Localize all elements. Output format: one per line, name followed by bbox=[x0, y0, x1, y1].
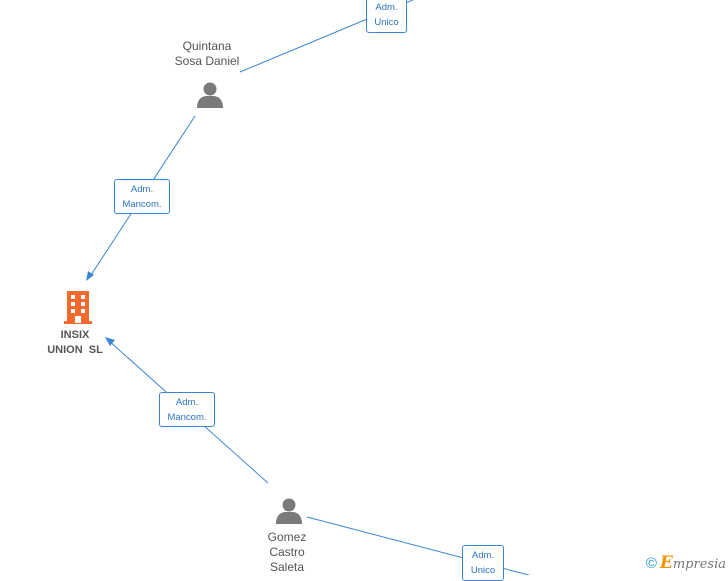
edge-label-bottom-line2: Unico bbox=[470, 565, 496, 576]
edge-label-quintana-line2: Mancom. bbox=[122, 199, 162, 210]
person-name-gomez[interactable]: Gomez Castro Saleta bbox=[237, 530, 337, 575]
edge-label-bottom-offscreen[interactable]: Adm. Unico bbox=[462, 545, 504, 581]
brand-initial: E bbox=[659, 553, 673, 573]
arrow-head-quintana-company bbox=[86, 271, 94, 281]
edge-label-quintana-company[interactable]: Adm. Mancom. bbox=[114, 179, 170, 214]
company-name-line2: UNION SL bbox=[47, 344, 103, 356]
edge-label-gomez-company[interactable]: Adm. Mancom. bbox=[159, 392, 215, 427]
edge-label-gomez-line1: Adm. bbox=[175, 397, 199, 408]
person-name-gomez-line2: Castro bbox=[269, 545, 305, 559]
edge-label-gomez-line2: Mancom. bbox=[167, 412, 207, 423]
watermark: © Empresia bbox=[645, 554, 726, 574]
brand-logo: Empresia bbox=[660, 554, 726, 574]
building-icon[interactable] bbox=[62, 289, 94, 325]
arrow-head-gomez-company bbox=[105, 337, 115, 346]
edge-label-bottom-line1: Adm. bbox=[471, 550, 495, 561]
brand-rest: mpresia bbox=[672, 557, 726, 572]
edge-label-top-line1: Adm. bbox=[375, 2, 398, 13]
person-name-gomez-line1: Gomez bbox=[267, 530, 307, 544]
person-name-quintana-line2: Sosa Daniel bbox=[174, 54, 240, 68]
person-name-gomez-line3: Saleta bbox=[269, 560, 305, 574]
company-name[interactable]: INSIX UNION SL bbox=[30, 328, 120, 358]
person-icon[interactable] bbox=[274, 496, 304, 526]
edge-label-top-line2: Unico bbox=[374, 17, 399, 28]
edge-label-quintana-line1: Adm. bbox=[130, 184, 154, 195]
person-name-quintana-line1: Quintana bbox=[182, 39, 232, 53]
company-name-line1: INSIX bbox=[60, 329, 90, 341]
edge-line-bottom-offscreen bbox=[306, 516, 531, 575]
person-icon[interactable] bbox=[195, 80, 225, 110]
edge-label-top-offscreen[interactable]: Adm. Unico bbox=[366, 0, 407, 33]
copyright-symbol: © bbox=[645, 555, 657, 572]
person-name-quintana[interactable]: Quintana Sosa Daniel bbox=[157, 39, 257, 69]
